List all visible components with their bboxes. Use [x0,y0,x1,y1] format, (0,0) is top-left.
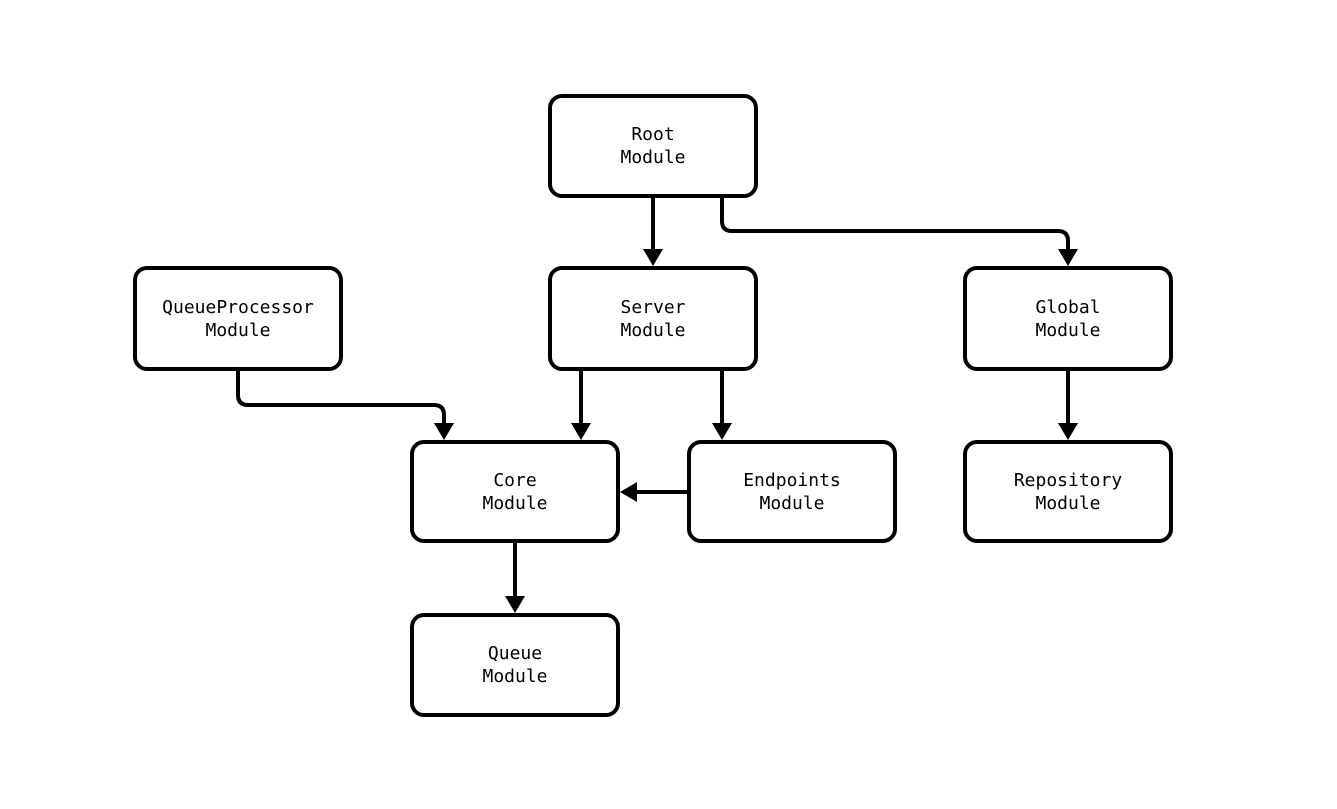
arrowhead-icon [712,423,732,440]
edge-line [236,371,446,423]
node-label-line1: Endpoints [743,469,841,491]
node-label-line1: Core [493,469,537,491]
node-label-line1: Server [620,296,686,318]
arrowhead-icon [620,482,637,502]
node-label-line1: Root [631,124,675,145]
node-label-line2: Module [759,492,825,514]
node-label-line1: Global [1035,296,1101,318]
arrowhead-icon [505,596,525,613]
arrowhead-icon [434,423,454,440]
arrowhead-icon [571,423,591,440]
edge-core-to-queue [505,543,525,613]
edge-queueprocessor-to-core [236,371,454,440]
node-label-line2: Module [482,666,548,687]
node-label-line2: Module [620,147,686,168]
node-label-line1: QueueProcessor [162,296,314,318]
arrowhead-icon [1058,423,1078,440]
node-label-line2: Module [482,492,548,514]
arrowhead-icon [1058,249,1078,266]
arrowhead-icon [643,249,663,266]
edge-server-to-core [571,371,591,440]
edge-root-to-global [720,198,1078,266]
node-label-line2: Module [1035,319,1101,341]
edge-root-to-server [643,198,663,266]
edge-global-to-repository [1058,371,1078,440]
edge-endpoints-to-core [620,482,687,502]
node-label-line1: Repository [1013,469,1123,491]
node-label-line1: Queue [487,643,543,664]
edge-server-to-endpoints [712,371,732,440]
node-label-line2: Module [1035,492,1101,514]
node-label-line2: Module [620,319,686,341]
edge-line [720,198,1070,249]
node-label-line2: Module [205,319,271,341]
